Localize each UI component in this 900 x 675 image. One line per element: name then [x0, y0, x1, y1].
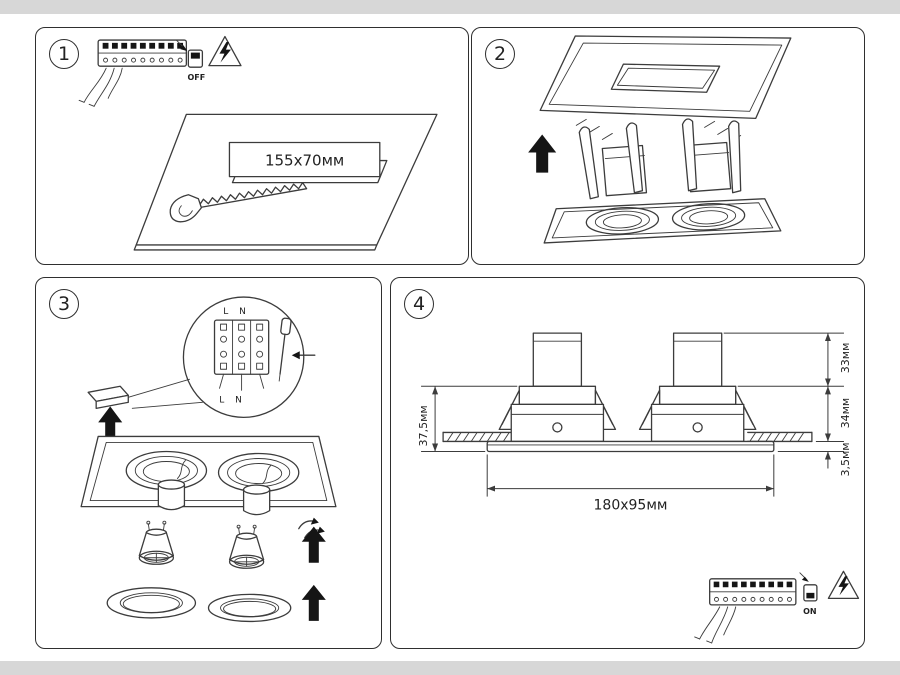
- gu10-bulb-left: [138, 520, 175, 565]
- dim-37-5mm-label: 37,5мм: [417, 405, 430, 446]
- step-3-panel: 3 L N L N: [35, 277, 382, 649]
- terminal-block-icon: [694, 578, 797, 644]
- step-4-number: 4: [404, 289, 434, 319]
- insert-up-arrow: [528, 134, 557, 173]
- dim-180x95mm-label: 180x95мм: [594, 498, 668, 514]
- ring-attach-up-arrow: [301, 584, 326, 621]
- spring-clip-icon: [681, 118, 698, 192]
- gu10-bulb-right: [228, 524, 265, 569]
- spring-clip-icon: [578, 126, 599, 200]
- dim-3-5mm-label: 3,5мм: [839, 442, 852, 476]
- step-2-illustration: [528, 35, 792, 244]
- ceiling-panel-drawing: [539, 35, 792, 120]
- cable-clamp-icon: [87, 385, 129, 410]
- lamp-socket-right: [242, 465, 272, 516]
- page-margin-top: [0, 0, 900, 14]
- terminal-ln-label-bottom: L N: [219, 395, 246, 405]
- spring-clip-icon: [625, 122, 644, 194]
- terminal-block-icon: [78, 39, 187, 107]
- step-2-number: 2: [485, 39, 515, 69]
- mounting-frame: [80, 435, 337, 508]
- power-on-switch-icon: ON: [799, 572, 818, 616]
- ceiling-section: [442, 431, 813, 443]
- step-3-number: 3: [49, 289, 79, 319]
- step-3-illustration: L N L N: [80, 296, 337, 623]
- trim-rings: [106, 587, 292, 623]
- step-4-panel: 4: [390, 277, 865, 649]
- double-downlight-fixture: [543, 118, 782, 244]
- on-label: ON: [803, 607, 816, 616]
- keyhole-saw-icon: [169, 182, 308, 223]
- screwdriver-icon: [278, 317, 292, 382]
- power-off-switch-icon: OFF: [175, 39, 205, 82]
- fixture-cross-section-right: [638, 332, 757, 443]
- step-1-number: 1: [49, 39, 79, 69]
- lamp-socket-left: [157, 460, 186, 511]
- step-1-illustration: OFF 155x70мм: [78, 35, 438, 251]
- dimension-annotations: 33мм 34мм 3,5мм 37,5мм 180x95мм: [417, 332, 852, 514]
- electrical-warning-icon: [208, 35, 242, 67]
- motion-dashes: [575, 118, 742, 142]
- cutout-dimension-label: 155x70мм: [265, 152, 344, 170]
- fixture-cross-section-left: [498, 332, 617, 443]
- step-4-illustration: 33мм 34мм 3,5мм 37,5мм 180x95мм: [417, 332, 860, 644]
- clamp-up-arrow: [98, 406, 123, 445]
- rotate-arrows-icon: [298, 517, 325, 539]
- dim-33mm-label: 33мм: [839, 343, 852, 374]
- bulb-insert-up-arrow: [301, 526, 326, 563]
- dim-34mm-label: 34мм: [839, 398, 852, 429]
- spring-clip-icon: [728, 120, 742, 194]
- step-1-panel: 1 OFF: [35, 27, 469, 265]
- terminal-ln-label-top: L N: [223, 307, 250, 317]
- step-2-panel: 2: [471, 27, 865, 265]
- page-margin-bottom: [0, 661, 900, 675]
- off-label: OFF: [187, 73, 205, 82]
- ceiling-cutout-drawing: 155x70мм: [133, 113, 438, 251]
- electrical-warning-icon: [827, 570, 860, 600]
- wiring-magnifier-detail: L N L N: [127, 296, 316, 419]
- trim-frame-section: [486, 440, 775, 453]
